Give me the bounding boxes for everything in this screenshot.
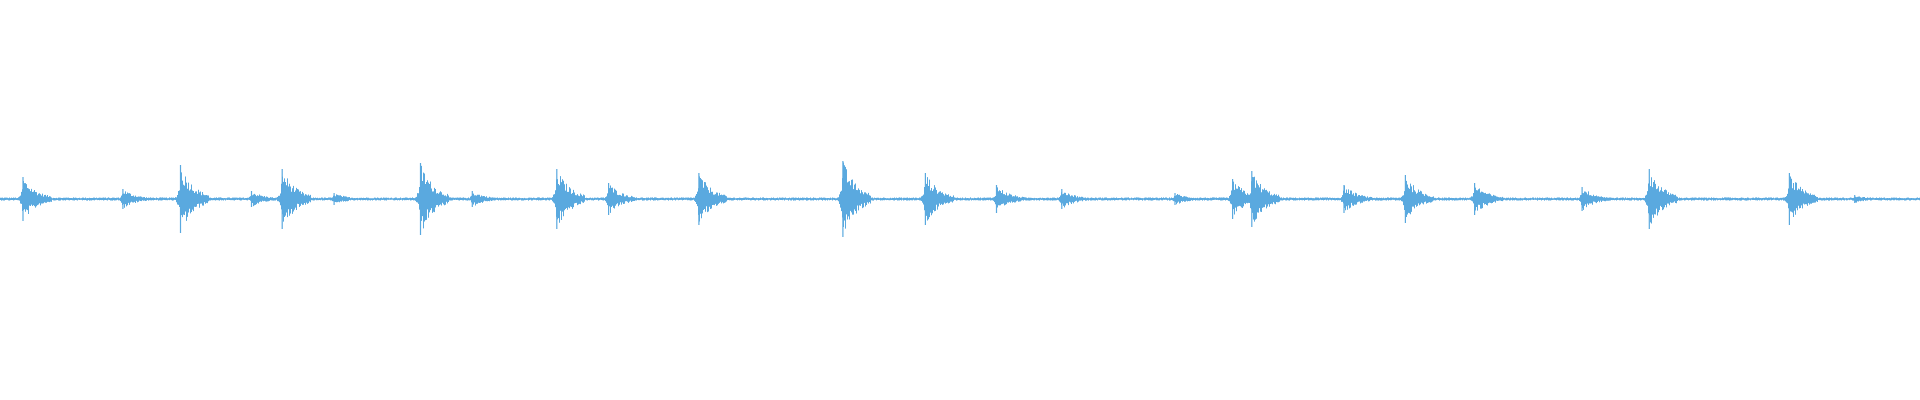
waveform-samples xyxy=(0,162,1920,229)
waveform-body xyxy=(0,161,1920,237)
